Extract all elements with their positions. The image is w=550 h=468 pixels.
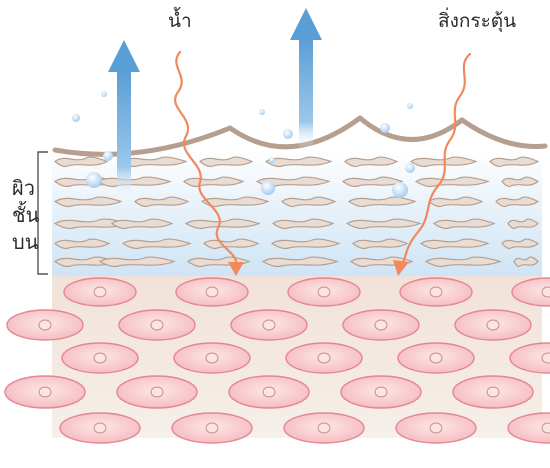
cell-nucleus bbox=[93, 422, 107, 434]
water-bubbles bbox=[72, 91, 415, 198]
keratin-flake bbox=[134, 196, 190, 208]
bubble-icon bbox=[72, 114, 80, 122]
bubble-icon bbox=[405, 163, 415, 173]
keratin-flake bbox=[98, 256, 176, 268]
keratin-flake bbox=[53, 196, 123, 208]
cell-nucleus bbox=[541, 422, 550, 434]
bubble-icon bbox=[261, 181, 275, 195]
cell-nucleus bbox=[38, 319, 52, 331]
keratin-flake bbox=[110, 218, 174, 230]
cell-nucleus bbox=[317, 422, 331, 434]
skin-layer-label-line2: ชั้น bbox=[12, 203, 40, 227]
cell-nucleus bbox=[429, 286, 443, 298]
irritant-arrowhead bbox=[393, 260, 409, 276]
bubble-icon bbox=[86, 172, 102, 188]
keratin-flake bbox=[432, 218, 496, 230]
skin-cell-icon bbox=[509, 342, 550, 374]
keratin-flake bbox=[261, 256, 339, 268]
keratin-flake bbox=[200, 196, 270, 208]
cell-nucleus bbox=[486, 386, 500, 398]
cell-nucleus bbox=[150, 386, 164, 398]
cell-nucleus bbox=[374, 319, 388, 331]
keratin-flake bbox=[501, 238, 540, 250]
keratin-flake bbox=[199, 156, 254, 168]
irritant-arrow-icon bbox=[400, 52, 472, 268]
keratin-flake bbox=[419, 238, 490, 250]
cell-nucleus bbox=[541, 352, 550, 364]
keratin-flake bbox=[184, 218, 261, 230]
keratin-flake bbox=[344, 156, 399, 168]
bubble-icon bbox=[259, 109, 265, 115]
keratin-flake bbox=[271, 218, 335, 230]
bubble-icon bbox=[407, 103, 413, 109]
keratin-flake bbox=[428, 196, 484, 208]
keratin-flake bbox=[507, 218, 539, 230]
keratin-flake bbox=[270, 238, 341, 250]
irritant-arrowhead bbox=[228, 262, 244, 276]
keratin-flake bbox=[409, 156, 478, 168]
cell-nucleus bbox=[317, 352, 331, 364]
keratin-flake bbox=[424, 256, 502, 268]
stratum-corneum-band bbox=[52, 150, 542, 276]
keratin-flake bbox=[347, 196, 417, 208]
cell-nucleus bbox=[429, 352, 443, 364]
layer-bracket bbox=[37, 151, 48, 275]
skin-layer-label-line1: ผิว bbox=[12, 176, 35, 200]
keratin-flake bbox=[54, 238, 111, 250]
water-label: น้ำ bbox=[168, 10, 192, 32]
keratin-flake bbox=[513, 256, 539, 268]
keratin-flake bbox=[341, 176, 404, 188]
keratin-flake bbox=[352, 238, 409, 250]
surface-arcs bbox=[52, 115, 548, 157]
cell-nucleus bbox=[486, 319, 500, 331]
keratin-flake bbox=[501, 176, 540, 188]
cell-nucleus bbox=[205, 286, 219, 298]
cell-nucleus bbox=[205, 352, 219, 364]
cell-nucleus bbox=[205, 422, 219, 434]
skin-cell-icon bbox=[511, 277, 550, 307]
bubble-icon bbox=[269, 157, 275, 163]
cell-nucleus bbox=[262, 319, 276, 331]
water-arrow-icon bbox=[108, 40, 140, 200]
keratin-flake bbox=[119, 156, 188, 168]
bubble-icon bbox=[103, 151, 113, 161]
keratin-flake bbox=[54, 156, 109, 168]
keratin-flake bbox=[121, 238, 192, 250]
cell-nucleus bbox=[541, 286, 550, 298]
keratin-flake bbox=[414, 176, 490, 188]
bubble-icon bbox=[283, 129, 293, 139]
cell-nucleus bbox=[317, 286, 331, 298]
keratin-flake bbox=[489, 156, 540, 168]
keratin-flake bbox=[281, 196, 337, 208]
skin-cell-icon bbox=[507, 412, 550, 444]
bubble-icon bbox=[380, 123, 390, 133]
keratin-flake bbox=[495, 196, 540, 208]
skin-cells bbox=[4, 277, 550, 444]
cell-nucleus bbox=[374, 386, 388, 398]
cell-nucleus bbox=[150, 319, 164, 331]
keratin-flake bbox=[264, 156, 333, 168]
cell-nucleus bbox=[262, 386, 276, 398]
cell-nucleus bbox=[93, 352, 107, 364]
keratin-flakes bbox=[53, 156, 540, 268]
skin-layer-label-line3: บน bbox=[12, 230, 39, 254]
irritant-label: สิ่งกระตุ้น bbox=[438, 10, 517, 32]
bubble-icon bbox=[392, 182, 408, 198]
irritant-arrow-icon bbox=[174, 50, 238, 268]
keratin-flake bbox=[345, 218, 422, 230]
cell-nucleus bbox=[429, 422, 443, 434]
cell-nucleus bbox=[38, 386, 52, 398]
keratin-flake bbox=[255, 176, 331, 188]
cell-nucleus bbox=[93, 286, 107, 298]
bubble-icon bbox=[101, 91, 107, 97]
water-arrow-icon bbox=[290, 8, 322, 150]
